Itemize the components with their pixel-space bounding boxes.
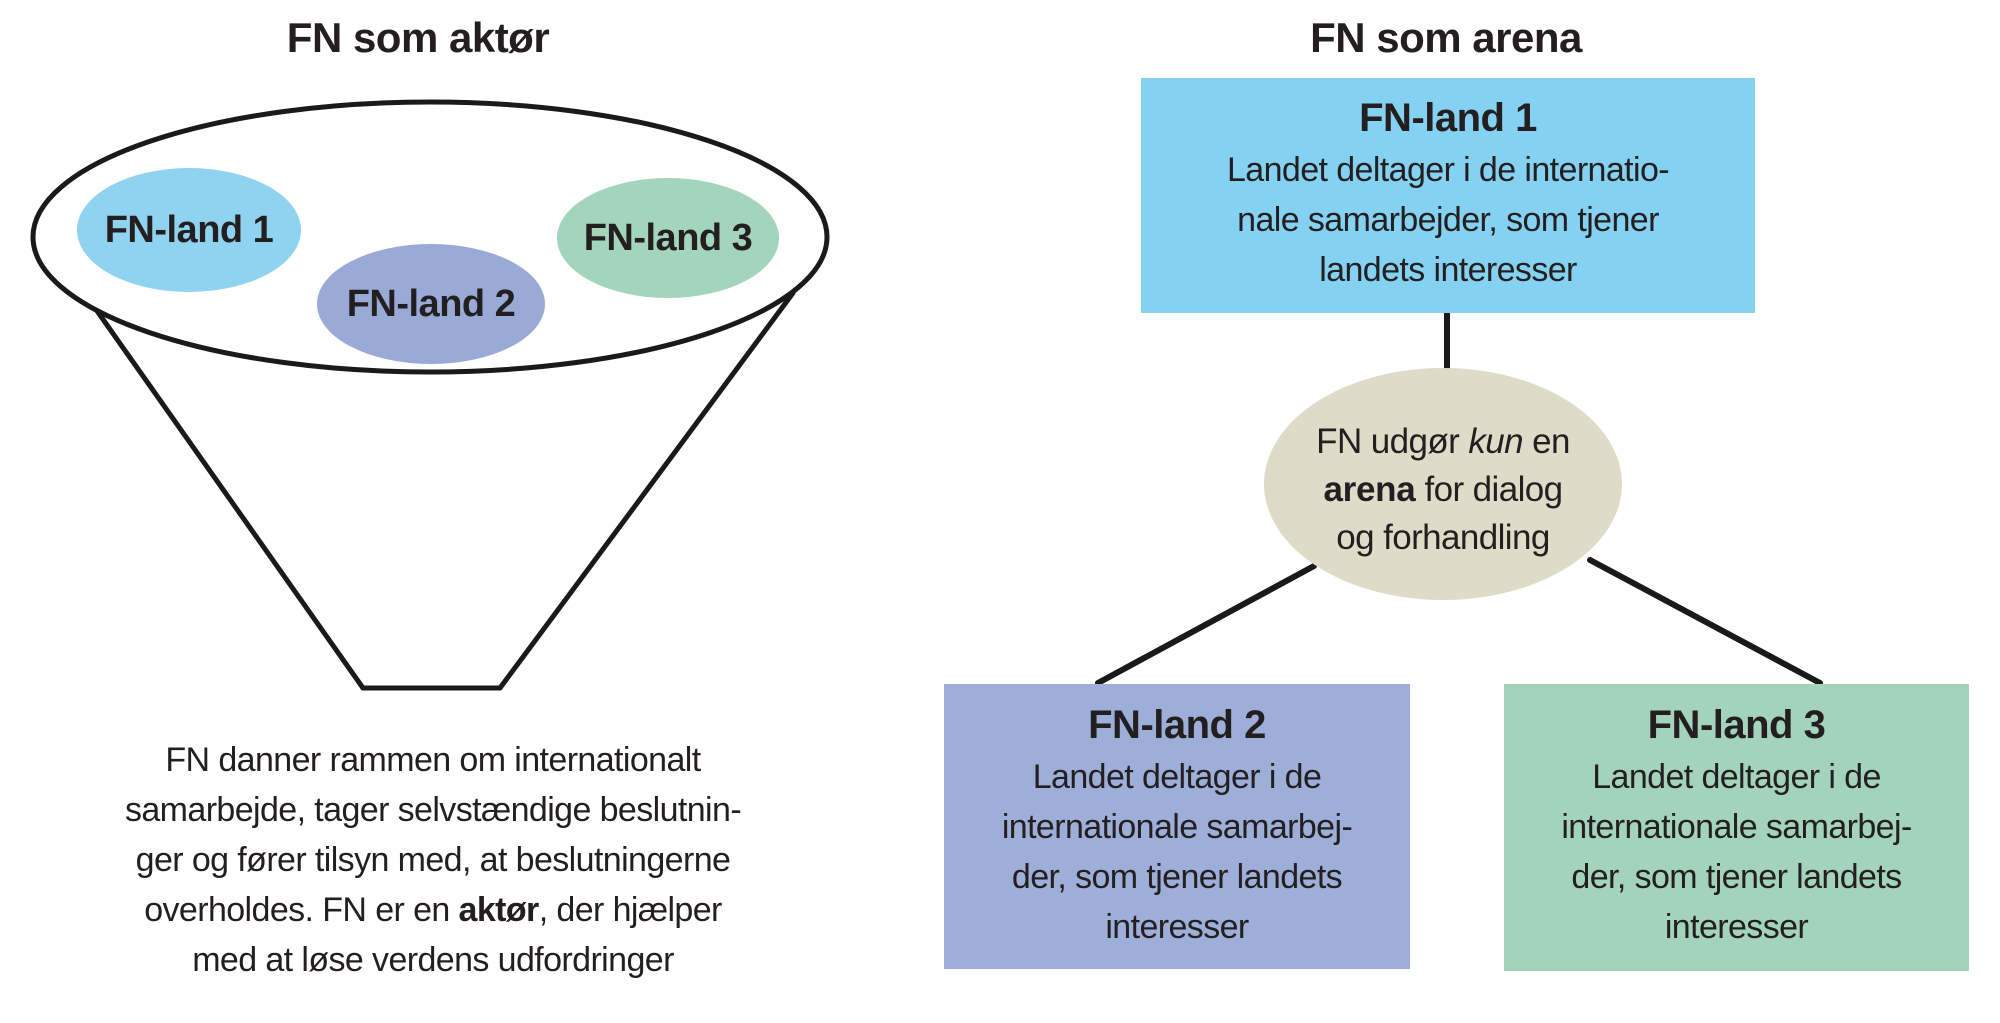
hub-line-3: og forhandling bbox=[1336, 518, 1550, 557]
caption-line-1: FN danner rammen om internationalt bbox=[165, 741, 701, 779]
fn-land-2-box-line-1: Landet deltager i de bbox=[1032, 758, 1322, 796]
fn-land-3-box-line-2: internationale samarbej- bbox=[1561, 808, 1912, 846]
arena-hub-ellipse bbox=[1264, 368, 1622, 600]
fn-land-2-box-line-3: der, som tjener landets bbox=[1011, 858, 1343, 896]
left-section-title: FN som aktør bbox=[286, 14, 550, 61]
fn-land-3-box-title: FN-land 3 bbox=[1647, 703, 1826, 747]
left-caption-paragraph: FN danner rammen om internationalt samar… bbox=[73, 735, 793, 985]
connector-hub-to-box3 bbox=[1587, 557, 1823, 686]
fn-land-3-ellipse-label: FN-land 3 bbox=[583, 217, 753, 259]
fn-land-1-ellipse bbox=[77, 168, 301, 292]
fn-land-2-box-title: FN-land 2 bbox=[1088, 703, 1266, 747]
fn-land-2-ellipse-label: FN-land 2 bbox=[346, 283, 516, 325]
fn-land-3-box-line-1: Landet deltager i de bbox=[1592, 758, 1881, 796]
fn-land-1-box-title: FN-land 1 bbox=[1359, 96, 1537, 140]
fn-land-1-box-line-3: landets interesser bbox=[1319, 251, 1577, 289]
funnel-right-side-line bbox=[497, 290, 796, 691]
fn-land-3-box: FN-land 3 Landet deltager i de internati… bbox=[1504, 684, 1969, 971]
fn-land-3-box-line-3: der, som tjener landets bbox=[1571, 858, 1902, 896]
fn-land-1-box: FN-land 1 Landet deltager i de internati… bbox=[1141, 78, 1755, 313]
fn-land-2-box: FN-land 2 Landet deltager i de internati… bbox=[944, 684, 1410, 969]
fn-land-1-box-line-1: Landet deltager i de internatio- bbox=[1226, 151, 1670, 189]
hub-line-1: FN udgør kun en bbox=[1316, 422, 1570, 461]
caption-line-2: samarbejde, tager selvstændige beslutnin… bbox=[124, 791, 742, 829]
fn-land-2-box-line-2: internationale samarbej- bbox=[1001, 808, 1353, 846]
fn-land-3-ellipse bbox=[557, 178, 779, 298]
fn-land-1-box-line-2: nale samarbejder, som tjener bbox=[1237, 201, 1659, 239]
fn-land-2-box-line-4: interesser bbox=[1105, 908, 1249, 946]
funnel-left-side-line bbox=[92, 305, 366, 691]
caption-line-5: med at løse verdens udfordringer bbox=[192, 941, 674, 979]
right-section-title: FN som arena bbox=[1310, 14, 1582, 61]
funnel-rim-ellipse bbox=[30, 99, 830, 375]
fn-land-2-ellipse bbox=[317, 244, 545, 364]
connector-hub-to-box2 bbox=[1095, 563, 1317, 686]
fn-land-3-box-line-4: interesser bbox=[1664, 908, 1809, 946]
caption-line-3: ger og fører tilsyn med, at beslutninger… bbox=[135, 841, 731, 879]
caption-line-4: overholdes. FN er en aktør, der hjælper bbox=[144, 891, 722, 929]
arena-hub-text: FN udgør kun en arena for dialog og forh… bbox=[1263, 418, 1623, 562]
hub-line-2: arena for dialog bbox=[1323, 470, 1563, 509]
fn-land-1-ellipse-label: FN-land 1 bbox=[104, 209, 274, 251]
